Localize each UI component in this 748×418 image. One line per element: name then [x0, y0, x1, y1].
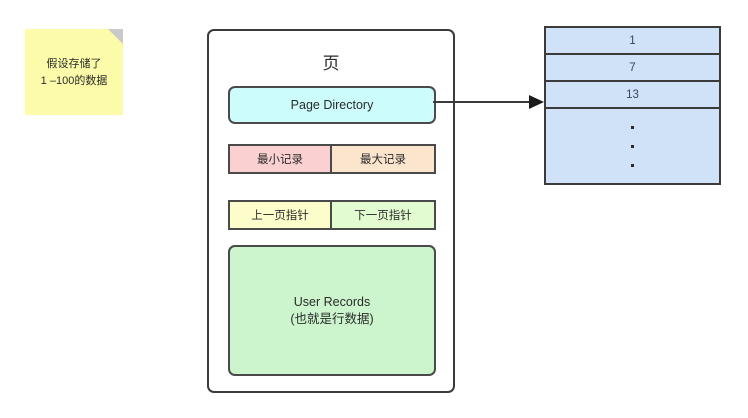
prev-page-pointer-label: 上一页指针 — [251, 210, 309, 222]
next-page-pointer-cell[interactable]: 下一页指针 — [332, 202, 434, 228]
connector-line — [433, 101, 537, 103]
page-directory-label: Page Directory — [290, 98, 374, 112]
user-records-box[interactable]: User Records (也就是行数据) — [228, 245, 436, 376]
table-row[interactable]: 7 — [546, 55, 719, 82]
table-row[interactable]: 1 — [546, 28, 719, 55]
min-record-cell[interactable]: 最小记录 — [230, 146, 332, 172]
table-row-ellipsis — [546, 109, 719, 183]
sticky-note: 假设存储了 1 –100的数据 — [25, 29, 123, 115]
sticky-note-fold-icon — [108, 29, 123, 44]
page-directory-box[interactable]: Page Directory — [228, 86, 436, 124]
sticky-note-text: 假设存储了 1 –100的数据 — [40, 58, 108, 87]
record-row: 最小记录 最大记录 — [228, 144, 436, 174]
page-title: 页 — [322, 54, 340, 73]
next-page-pointer-label: 下一页指针 — [354, 210, 412, 222]
user-records-title: User Records — [293, 294, 371, 309]
ellipsis-dot-icon — [631, 163, 634, 167]
ellipsis-dot-icon — [631, 144, 634, 148]
slot-value: 13 — [626, 88, 639, 101]
user-records-subtitle: (也就是行数据) — [290, 311, 374, 326]
table-row[interactable]: 13 — [546, 82, 719, 109]
slot-value: 1 — [629, 34, 636, 47]
ellipsis-dot-icon — [631, 125, 634, 129]
directory-slot-table: 1 7 13 — [544, 26, 721, 185]
max-record-cell[interactable]: 最大记录 — [332, 146, 434, 172]
connector-arrow-icon — [529, 95, 544, 109]
prev-page-pointer-cell[interactable]: 上一页指针 — [230, 202, 332, 228]
max-record-label: 最大记录 — [360, 154, 406, 166]
pointer-row: 上一页指针 下一页指针 — [228, 200, 436, 230]
slot-value: 7 — [629, 61, 636, 74]
page-container: 页 Page Directory 最小记录 最大记录 上一页指针 下一页指针 U… — [207, 29, 455, 393]
min-record-label: 最小记录 — [257, 154, 303, 166]
